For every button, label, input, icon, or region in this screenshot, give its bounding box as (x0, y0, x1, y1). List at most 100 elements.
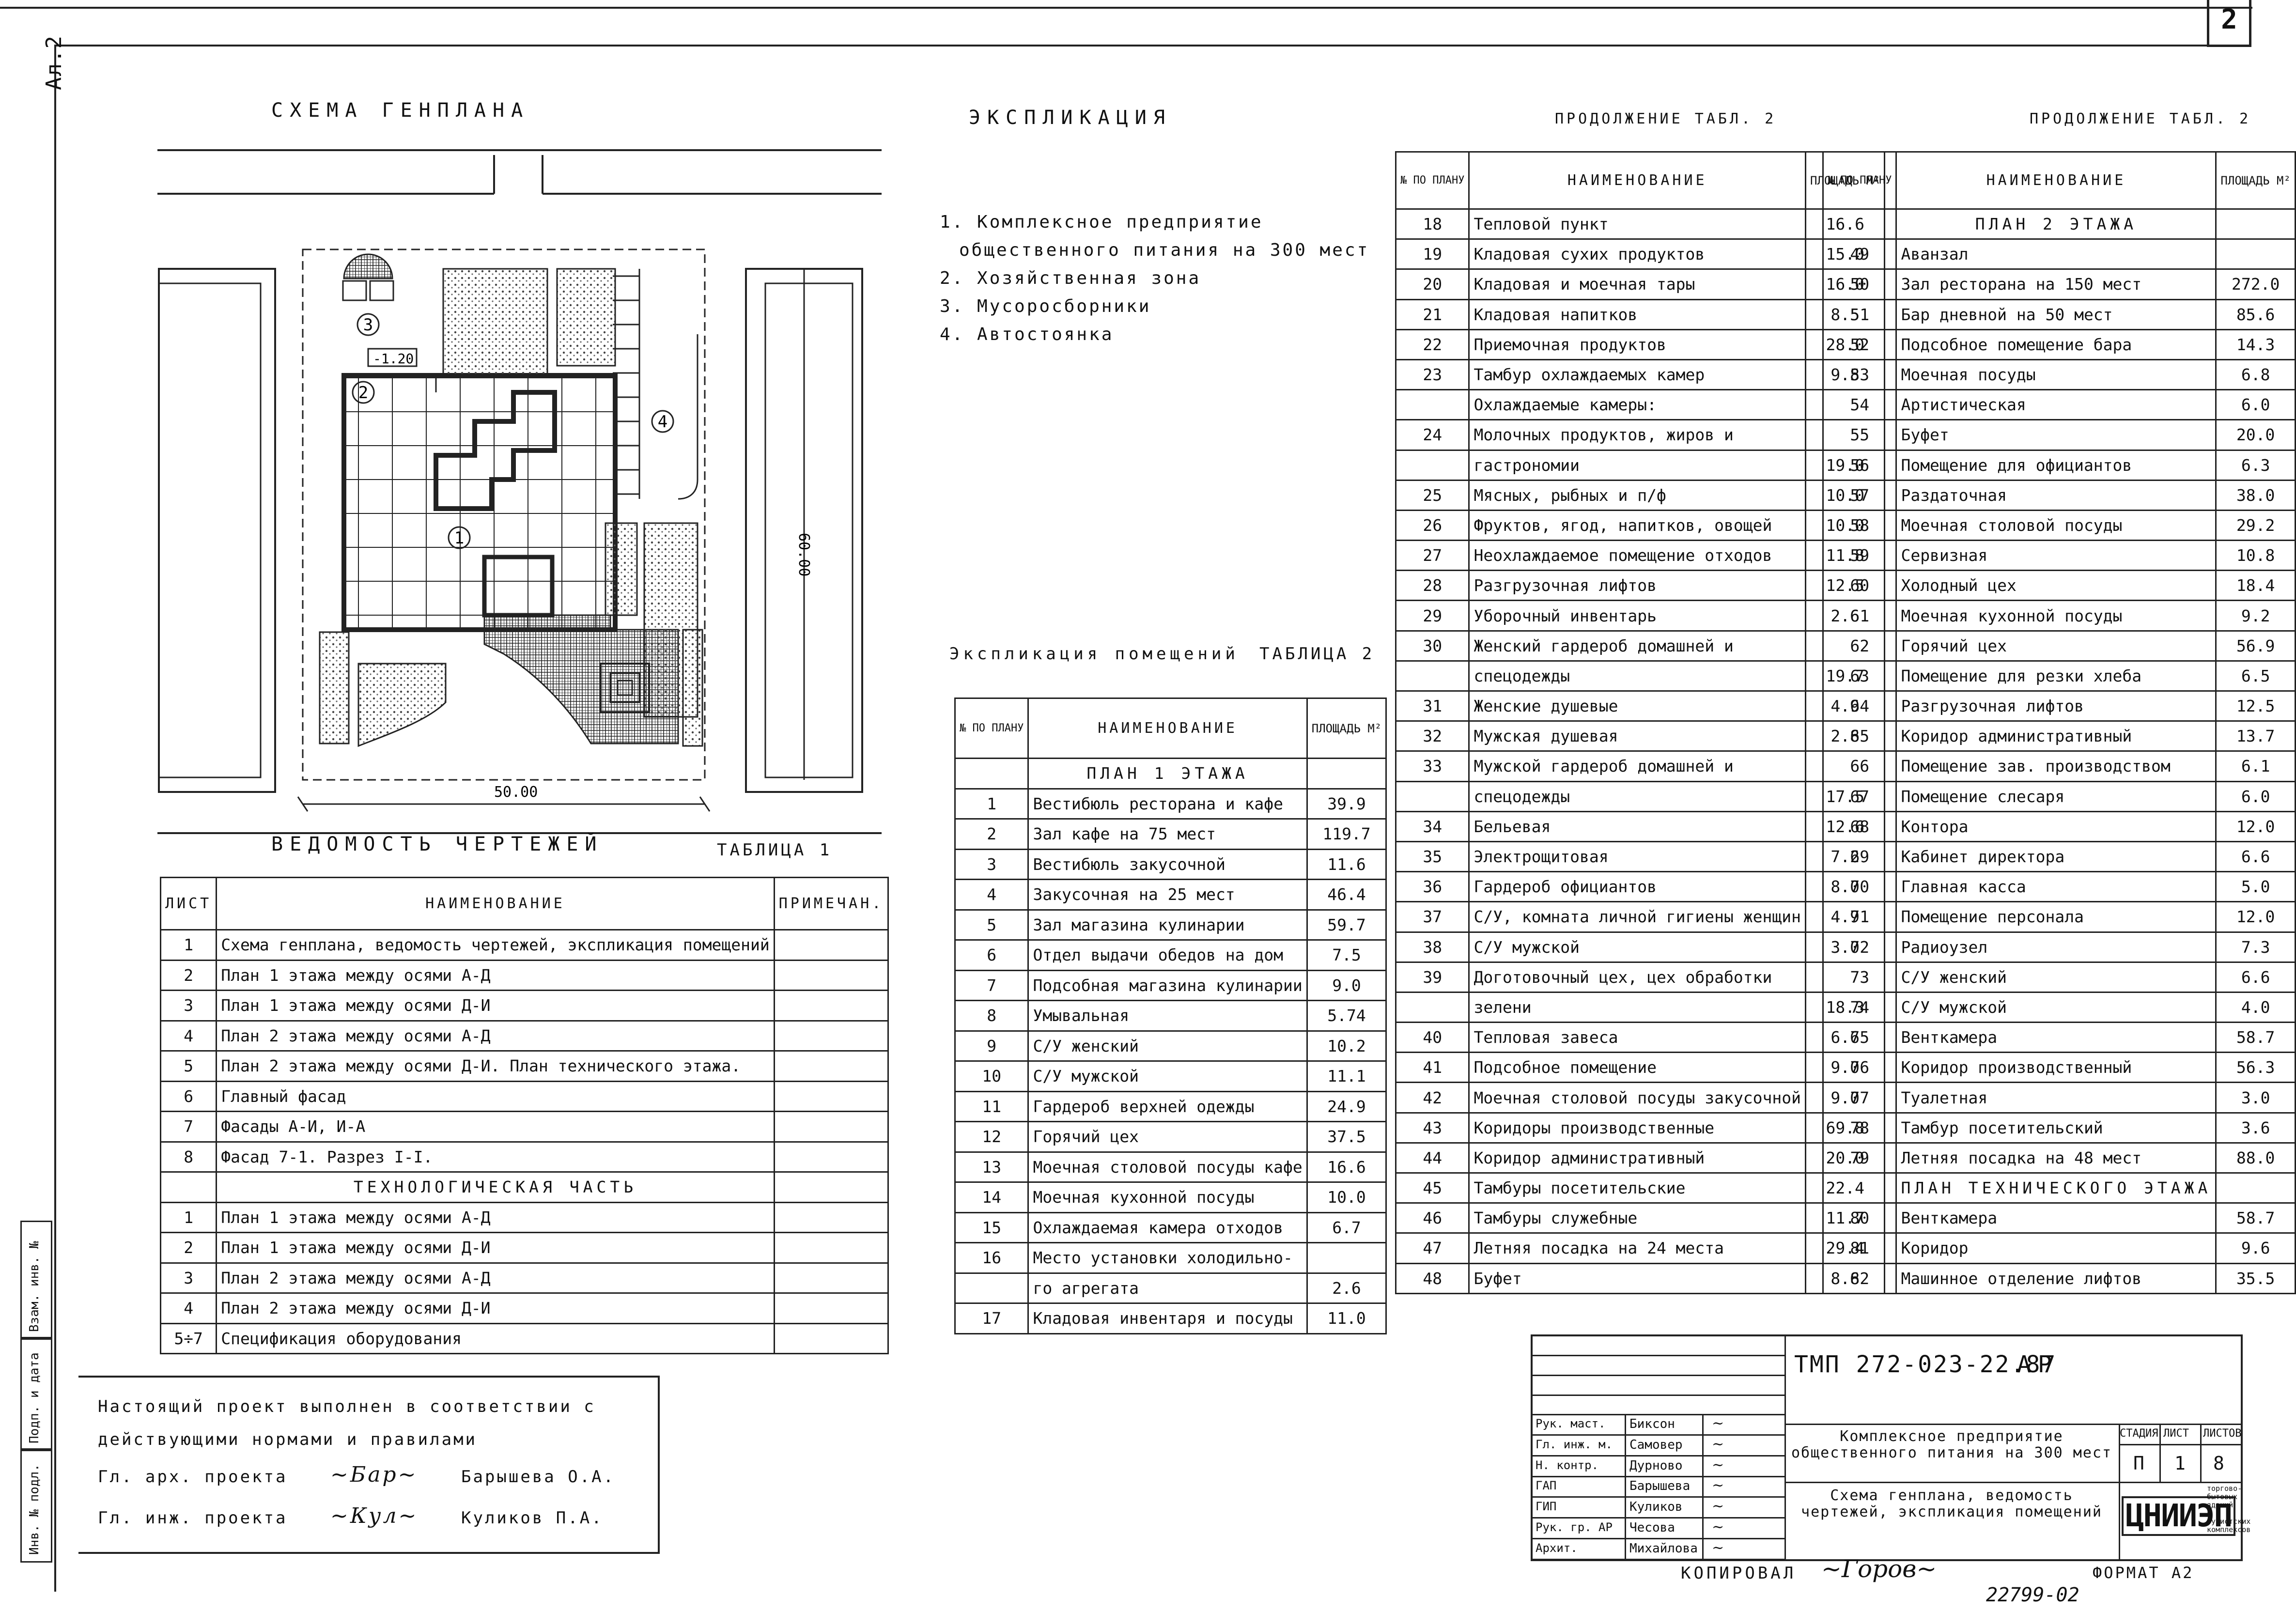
format-label: ФОРМАТ А2 (2093, 1564, 2194, 1582)
row-number: 13 (954, 1151, 1029, 1183)
sheets-value: 8 (2213, 1453, 2224, 1474)
signature-mark: ~ (1712, 1456, 1724, 1473)
row-number: 17 (954, 1302, 1029, 1334)
row-number: 63 (1822, 660, 1897, 692)
row-value: 2.6 (1306, 1272, 1387, 1304)
explication-item: 1. Комплексное предприятие (940, 212, 1263, 232)
row-value: 6.6 (2215, 961, 2296, 993)
row-number: 70 (1822, 871, 1897, 903)
row-name: Отдел выдачи обедов на дом (1027, 939, 1308, 971)
building-upper-floor (434, 390, 557, 511)
row-number: 36 (1395, 871, 1470, 903)
row-number: 72 (1822, 931, 1897, 963)
row-value: 12.5 (2215, 690, 2296, 722)
site-plan-svg: 3 2 1 4 -1.20 50.00 60.00 (157, 149, 882, 834)
row-number: 3 (159, 1262, 217, 1294)
row-value: 7.5 (1306, 939, 1387, 971)
row-number (954, 1272, 1029, 1304)
planting-area (605, 522, 638, 616)
row-number: 1 (954, 788, 1029, 820)
row-name: Бельевая (1468, 810, 1806, 842)
row-name: Моечная столовой посуды кафе (1027, 1151, 1308, 1183)
row-name: Помещение слесаря (1895, 780, 2217, 812)
row-number: 19 (1395, 238, 1470, 270)
col-header: № ПО ПЛАНУ (1822, 151, 1897, 210)
note-line: Настоящий проект выполнен в соответствии… (98, 1397, 596, 1416)
person-name: Самовер (1629, 1437, 1683, 1452)
note-line: действующими нормами и правилами (98, 1430, 478, 1449)
row-value: 35.5 (2215, 1262, 2296, 1294)
row-name: Буфет (1895, 419, 2217, 451)
row-number (159, 1171, 217, 1203)
row-name: Место установки холодильно- (1027, 1242, 1308, 1274)
row-number: 11 (954, 1090, 1029, 1122)
row-number: 12 (954, 1121, 1029, 1153)
row-value: 272.0 (2215, 268, 2296, 300)
row-value (773, 1232, 889, 1264)
parking-stripes (613, 269, 640, 499)
row-number: 8 (954, 1000, 1029, 1032)
row-name: Неохлаждаемое помещение отходов (1468, 540, 1806, 572)
signature-mark: ~ (1712, 1539, 1724, 1556)
col-header: НАИМЕНОВАНИЕ (1027, 698, 1308, 759)
row-value: 6.0 (2215, 780, 2296, 812)
row-number: 21 (1395, 298, 1470, 330)
row-name: Зал магазина кулинарии (1027, 909, 1308, 941)
row-name: Разгрузочная лифтов (1468, 570, 1806, 602)
row-name: Буфет (1468, 1262, 1806, 1294)
row-name: ПЛАН 2 ЭТАЖА (1895, 208, 2217, 240)
signature-mark: ~ (1712, 1435, 1724, 1453)
row-name: Главный фасад (216, 1080, 775, 1112)
row-number: 35 (1395, 840, 1470, 873)
stage-label: СТАДИЯ (2120, 1427, 2158, 1440)
row-value (773, 929, 889, 961)
explication-title: Экспликация (969, 107, 1172, 129)
row-name: Главная касса (1895, 871, 2217, 903)
row-value (773, 1050, 889, 1082)
row-number: 7 (159, 1111, 217, 1143)
row-name: Подсобное помещение (1468, 1052, 1806, 1084)
row-name: Кабинет директора (1895, 840, 2217, 873)
explication-item: 2. Хозяйственная зона (940, 268, 1201, 288)
row-number: 53 (1822, 358, 1897, 391)
row-number: 41 (1395, 1052, 1470, 1084)
row-number: 58 (1822, 509, 1897, 542)
row-value: 56.9 (2215, 630, 2296, 662)
row-number: 78 (1822, 1112, 1897, 1144)
row-number: 5÷7 (159, 1322, 217, 1354)
row-number (1822, 1172, 1897, 1204)
col-header: № ПО ПЛАНУ (1395, 151, 1470, 210)
row-number: 5 (954, 909, 1029, 941)
row-name: План 2 этажа между осями А-Д (216, 1020, 775, 1052)
row-name: ТЕХНОЛОГИЧЕСКАЯ ЧАСТЬ (216, 1171, 775, 1203)
row-name: Венткамера (1895, 1022, 2217, 1054)
stamp-code: 22799-02 (1986, 1584, 2079, 1606)
row-name: Машинное отделение лифтов (1895, 1262, 2217, 1294)
row-name: Умывальная (1027, 1000, 1308, 1032)
rooms-table-1: № ПО ПЛАНУ НАИМЕНОВАНИЕ ПЛОЩАДЬ М² ПЛАН … (954, 698, 1387, 1334)
role-label: Рук. маст. (1536, 1417, 1606, 1430)
fountain (600, 663, 650, 713)
row-name: Разгрузочная лифтов (1895, 690, 2217, 722)
row-number: 9 (954, 1030, 1029, 1062)
row-name: Закусочная на 25 мест (1027, 879, 1308, 911)
row-value: 46.4 (1306, 879, 1387, 911)
row-number: 27 (1395, 540, 1470, 572)
